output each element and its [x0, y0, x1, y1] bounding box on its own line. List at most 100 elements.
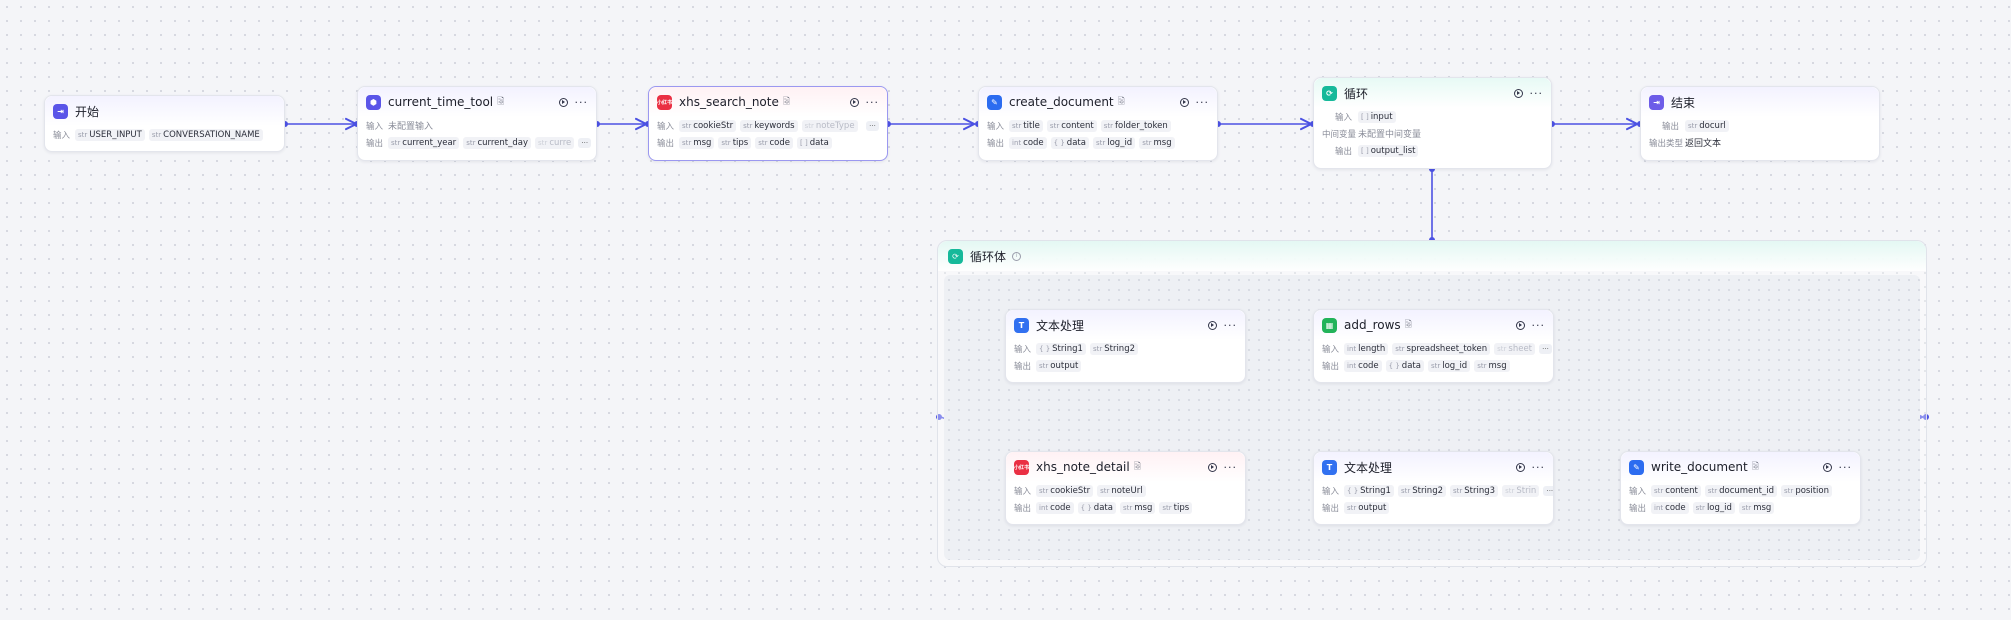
run-icon[interactable] [849, 97, 859, 107]
more-icon[interactable]: ··· [574, 95, 588, 109]
overflow-icon[interactable]: ··· [578, 137, 592, 148]
run-icon[interactable] [1822, 462, 1832, 472]
plugin-tag-icon: 🗟 [782, 97, 791, 107]
output-label: 输出 [657, 138, 675, 149]
node-title: 开始 [75, 104, 100, 119]
output-label: 输出 [1322, 503, 1340, 514]
param-chip: { }data [1050, 136, 1089, 149]
node-title: 循环 [1344, 86, 1369, 101]
more-icon[interactable]: ··· [865, 95, 879, 109]
run-icon[interactable] [1207, 320, 1217, 330]
node-title: 结束 [1671, 95, 1696, 110]
spreadsheet-icon: ▦ [1322, 317, 1337, 333]
loop-icon: ⟳ [1322, 85, 1337, 101]
node-title: xhs_note_detail [1036, 460, 1130, 474]
node-title: 文本处理 [1036, 318, 1085, 333]
input-label: 输入 [366, 121, 384, 132]
overflow-icon[interactable]: ··· [866, 120, 879, 131]
run-icon[interactable] [1513, 88, 1523, 98]
node-title: add_rows [1344, 318, 1401, 332]
plugin-tag-icon: 🗟 [1117, 97, 1125, 107]
more-icon[interactable]: ··· [1223, 460, 1237, 474]
more-icon[interactable]: ··· [1223, 318, 1237, 332]
input-label: 输入 [1322, 344, 1340, 355]
input-placeholder: 未配置输入 [388, 122, 434, 132]
document-icon: ✎ [987, 94, 1002, 110]
run-icon[interactable] [558, 97, 568, 107]
node-loop[interactable]: ⟳ 循环 ··· 输入 [ ]input 中间变量 未配置中间变量 输出 [ ]… [1313, 77, 1552, 169]
plugin-tag-icon: 🗟 [1133, 462, 1141, 472]
info-icon[interactable]: i [1012, 251, 1022, 261]
run-icon[interactable] [1207, 462, 1217, 472]
node-title: create_document [1009, 95, 1114, 109]
more-icon[interactable]: ··· [1529, 86, 1543, 100]
more-icon[interactable]: ··· [1195, 95, 1209, 109]
param-chip: { }data [1385, 359, 1424, 372]
input-label: 输入 [1322, 486, 1340, 497]
more-icon[interactable]: ··· [1531, 460, 1545, 474]
loop-icon: ⟳ [948, 248, 963, 264]
node-title: xhs_search_note [679, 95, 779, 109]
overflow-icon[interactable]: ··· [1543, 485, 1553, 496]
mid-var-label: 中间变量 [1322, 129, 1357, 140]
node-title: 文本处理 [1344, 460, 1393, 475]
plugin-tag-icon: 🗟 [1404, 320, 1412, 330]
start-icon: ⇥ [53, 103, 68, 119]
xiaohongshu-icon: 小红书 [657, 94, 672, 110]
more-icon[interactable]: ··· [1531, 318, 1545, 332]
output-label: 输出 [366, 138, 384, 149]
plugin-tag-icon: 🗟 [1751, 462, 1759, 472]
group-title: 循环体 [970, 249, 1007, 264]
param-chip: { }String1 [1344, 484, 1394, 497]
run-icon[interactable] [1179, 97, 1189, 107]
run-icon[interactable] [1515, 462, 1525, 472]
output-label: 输出 [1322, 361, 1340, 372]
output-type-label: 输出类型 [1649, 138, 1684, 149]
overflow-icon[interactable]: ··· [1539, 343, 1553, 354]
run-icon[interactable] [1515, 320, 1525, 330]
param-chip: [ ]output_list [1358, 144, 1419, 157]
output-label: 输出 [1629, 503, 1647, 514]
node-current-time-tool[interactable]: ⬢ current_time_tool 🗟 ··· 输入 未配置输入 输出 st… [357, 86, 597, 161]
more-icon[interactable]: ··· [1838, 460, 1852, 474]
output-label: 输出 [987, 138, 1005, 149]
